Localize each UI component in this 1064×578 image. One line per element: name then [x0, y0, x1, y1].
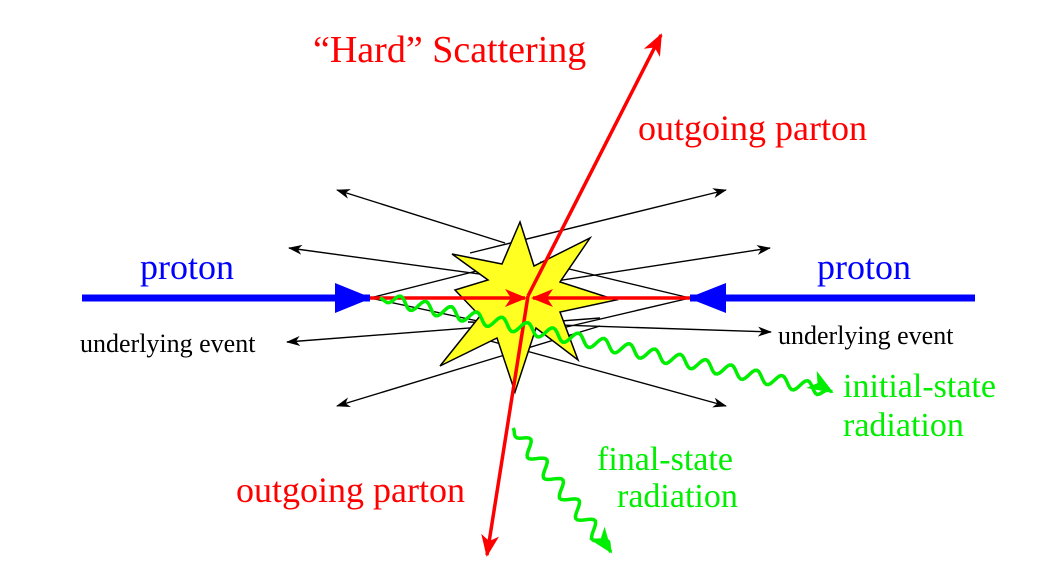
underlying-event-right-label: underlying event	[778, 321, 954, 350]
title-label: “Hard” Scattering	[313, 29, 586, 71]
outgoing-parton-down	[481, 295, 530, 557]
track-fan-right-b	[544, 297, 691, 333]
initial-state-radiation-wave	[379, 294, 834, 397]
track-upper-right-1	[469, 188, 727, 254]
proton-left-label: proton	[140, 247, 234, 287]
final-state-label-line2: radiation	[617, 478, 738, 515]
track-upper-left-1	[336, 189, 506, 244]
final-state-radiation-wave	[511, 427, 613, 554]
initial-state-label-line1: initial-state	[843, 368, 996, 405]
proton-right-label: proton	[817, 247, 911, 287]
outgoing-parton-bottom-label: outgoing parton	[236, 470, 465, 510]
initial-state-label-line2: radiation	[843, 407, 964, 444]
outgoing-parton-top-label: outgoing parton	[638, 108, 867, 148]
proton-arrowhead-left-icon	[335, 283, 372, 313]
underlying-event-left-label: underlying event	[80, 329, 256, 358]
proton-arrowhead-right-icon	[688, 283, 726, 313]
final-state-label-line1: final-state	[597, 441, 733, 478]
outgoing-parton-up	[526, 33, 663, 297]
